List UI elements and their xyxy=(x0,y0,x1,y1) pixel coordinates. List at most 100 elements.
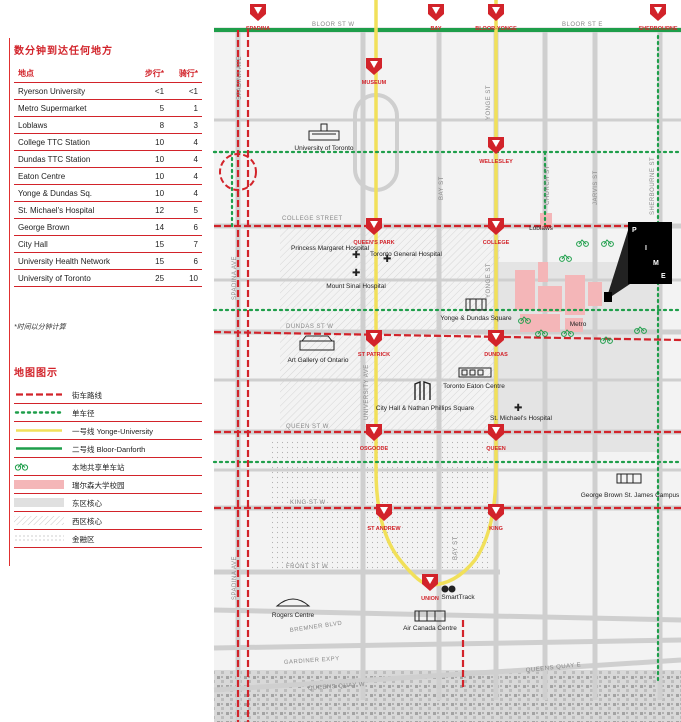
arena-icon xyxy=(414,610,446,622)
landmark-labels: University of Toronto Princess Margaret … xyxy=(272,145,680,632)
legend-label: 金融区 xyxy=(72,535,95,544)
cell-place: College TTC Station xyxy=(14,133,135,151)
station-label: COLLEGE xyxy=(483,240,510,246)
header-place: 地点 xyxy=(14,64,135,83)
yellow-line-icon xyxy=(16,429,62,432)
cell-place: Ryerson University xyxy=(14,82,135,100)
station-label: DUNDAS xyxy=(484,352,508,358)
landmark-icons: ✚ ✚ ✚ ✚ xyxy=(275,123,642,622)
bike-icon xyxy=(600,336,613,344)
station-label: ST ANDREW xyxy=(367,526,401,532)
cell-bike: 6 xyxy=(168,218,202,236)
landmark-label: University of Toronto xyxy=(294,145,354,152)
station-label: SPADINA xyxy=(246,26,270,32)
street-label: UNIVERSITY AVE xyxy=(364,364,370,420)
callout-letter: P xyxy=(632,227,637,234)
station-arrow-icon xyxy=(654,7,662,14)
cell-walk: <1 xyxy=(134,82,169,100)
legend-label: 本地共享单车站 xyxy=(72,463,125,472)
station-sherbourne: SHERBOURNE xyxy=(638,4,678,32)
bike-share-stations xyxy=(518,239,647,344)
station-label: MUSEUM xyxy=(362,80,387,86)
header-bike: 骑行* xyxy=(168,64,202,83)
legend-label: 单车径 xyxy=(72,409,95,418)
street-label: BAY ST xyxy=(453,536,459,560)
street-label: QUEENS QUAY W xyxy=(308,682,366,692)
legend-item-east-core: 东区核心 xyxy=(14,494,202,512)
bike-icon xyxy=(576,239,589,247)
cell-walk: 15 xyxy=(134,235,169,253)
cell-place: Dundas TTC Station xyxy=(14,150,135,168)
hatched-area-icon xyxy=(14,516,64,525)
cell-bike: 4 xyxy=(168,150,202,168)
callout-letter: I xyxy=(645,245,647,252)
station-label: SHERBOURNE xyxy=(638,26,677,32)
station-arrow-icon xyxy=(432,7,440,14)
street-label: SPADINA AVE xyxy=(237,56,243,100)
street-label: BLOOR ST E xyxy=(562,22,603,28)
street-label: QUEENS QUAY E xyxy=(526,662,582,674)
info-panel: 数分钟到达任何地方 地点 步行* 骑行* Ryerson University<… xyxy=(0,0,210,722)
table-row: Ryerson University<1<1 xyxy=(14,82,202,100)
cell-walk: 25 xyxy=(134,269,169,287)
station-label: BLOOR-YONGE xyxy=(475,26,517,32)
landmark-label: George Brown St. James Campus xyxy=(581,492,680,499)
landmark-label: Air Canada Centre xyxy=(403,625,457,632)
hospital-icon: ✚ xyxy=(514,403,522,414)
cell-place: Loblaws xyxy=(14,116,135,134)
green-line-icon xyxy=(16,447,62,450)
legend-label: 一号线 Yonge-University xyxy=(72,427,154,436)
station-union: UNION xyxy=(421,574,439,602)
station-arrow-icon xyxy=(254,7,262,14)
cell-walk: 12 xyxy=(134,201,169,219)
university-icon xyxy=(308,123,340,141)
legend-label: 东区核心 xyxy=(72,499,102,508)
street-label: BLOOR ST W xyxy=(312,22,355,28)
station-label: UNION xyxy=(421,596,439,602)
station-st-patrick: ST PATRICK xyxy=(358,330,390,358)
table-title: 数分钟到达任何地方 xyxy=(14,46,113,57)
legend-item-line1: 一号线 Yonge-University xyxy=(14,422,202,440)
hospital-icon: ✚ xyxy=(352,268,360,279)
gallery-icon xyxy=(299,335,335,351)
station-college: COLLEGE xyxy=(483,218,510,246)
street-label: SPADINA AVE xyxy=(232,556,238,600)
station-spadina: SPADINA xyxy=(246,4,270,32)
cell-walk: 14 xyxy=(134,218,169,236)
dotted-green-line-icon xyxy=(14,411,64,414)
legend-label: 西区核心 xyxy=(72,517,102,526)
header-walk: 步行* xyxy=(134,64,169,83)
station-arrow-icon xyxy=(492,333,500,340)
station-king: KING xyxy=(488,504,504,532)
spadina-circle xyxy=(219,153,257,191)
legend-title: 地图图示 xyxy=(14,368,58,379)
street-label: QUEEN ST W xyxy=(286,424,329,430)
bike-icon xyxy=(634,326,647,334)
map-legend: 街车路线 单车径 一号线 Yonge-University 二号线 Bloor-… xyxy=(14,386,202,548)
cell-walk: 5 xyxy=(134,99,169,117)
table-header-row: 地点 步行* 骑行* xyxy=(14,64,202,83)
legend-item-line2: 二号线 Bloor-Danforth xyxy=(14,440,202,458)
cell-walk: 10 xyxy=(134,167,169,185)
cell-bike: 4 xyxy=(168,167,202,185)
street-label: CHURCH ST xyxy=(545,165,551,205)
bike-icon xyxy=(14,463,29,471)
cell-place: Yonge & Dundas Sq. xyxy=(14,184,135,202)
station-queen: QUEEN xyxy=(486,424,506,452)
station-arrow-icon xyxy=(492,7,500,14)
landmark-label: City Hall & Nathan Phillips Square xyxy=(376,405,475,412)
cell-place: Metro Supermarket xyxy=(14,99,135,117)
street-label: JARVIS ST xyxy=(593,170,599,205)
cell-bike: 4 xyxy=(168,133,202,151)
cell-place: University Health Network xyxy=(14,252,135,270)
cell-bike: <1 xyxy=(168,82,202,100)
street-label: FRONT ST W xyxy=(286,564,328,570)
cell-bike: 3 xyxy=(168,116,202,134)
cell-place: Eaton Centre xyxy=(14,167,135,185)
station-label: QUEEN xyxy=(486,446,506,452)
legend-item-west-core: 西区核心 xyxy=(14,512,202,530)
